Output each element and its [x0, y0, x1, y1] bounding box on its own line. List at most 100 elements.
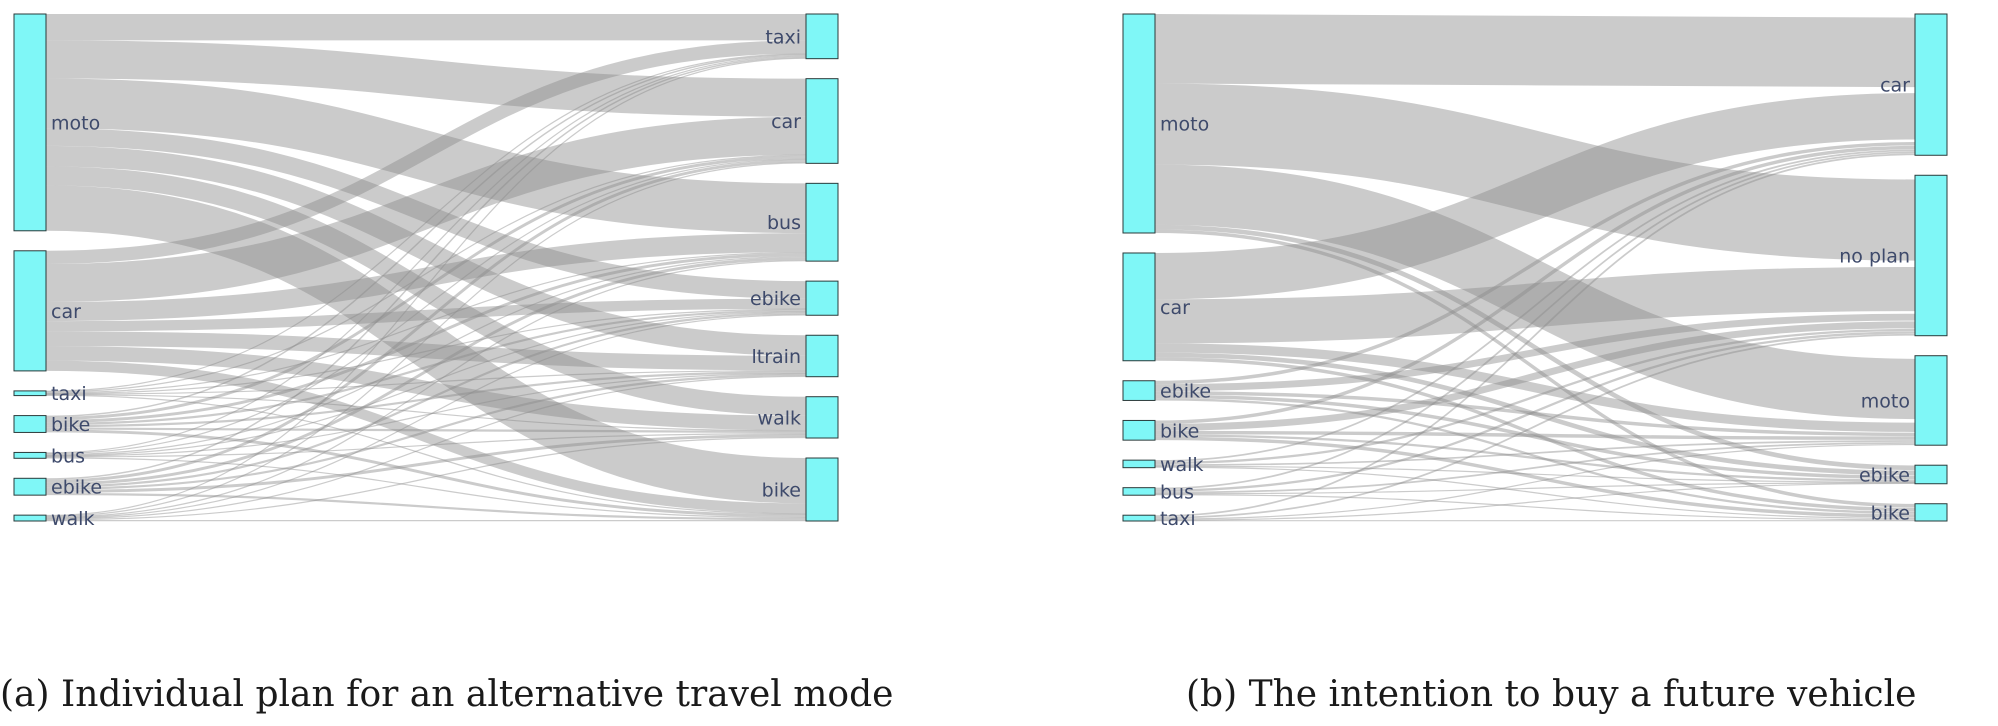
link-a-ebike-to-taxi [45, 56, 807, 480]
label-a-target-bike: bike [762, 480, 801, 502]
label-b-target-bike: bike [1871, 502, 1910, 524]
link-b-taxi-to-no-plan [1154, 333, 1916, 519]
link-b-moto-to-ebike [1154, 224, 1916, 471]
label-a-source-bike: bike [51, 414, 90, 436]
link-a-ebike-to-walk [45, 434, 807, 493]
link-a-car-to-bus [45, 233, 807, 322]
node-a-source-bus [13, 451, 47, 459]
link-a-bus-to-ltrain [45, 372, 807, 457]
link-b-moto-to-moto [1154, 164, 1916, 420]
link-a-car-to-car [45, 116, 807, 303]
link-b-bus-to-no-plan [1154, 331, 1916, 492]
link-a-bus-to-ebike [45, 311, 807, 457]
link-a-taxi-to-ebike [45, 308, 807, 395]
node-b-source-moto [1122, 13, 1156, 234]
link-b-moto-to-bike [1154, 229, 1916, 508]
link-a-walk-to-bus [45, 260, 807, 518]
link-b-walk-to-no-plan [1154, 328, 1916, 465]
link-a-bus-to-bus [45, 255, 807, 456]
link-b-ebike-to-ebike [1154, 394, 1916, 480]
node-b-target-moto [1914, 355, 1948, 446]
label-b-source-ebike: ebike [1160, 381, 1211, 403]
node-a-target-walk [805, 396, 839, 439]
link-b-car-to-moto [1154, 343, 1916, 432]
label-b-target-car: car [1880, 75, 1910, 97]
labels-a: motocartaxibikebusebikewalktaxicarbusebi… [51, 26, 801, 530]
label-b-source-car: car [1160, 297, 1190, 319]
link-a-bike-to-taxi [45, 54, 807, 418]
node-b-source-ebike [1122, 380, 1156, 401]
nodes-b [1122, 13, 1948, 522]
label-a-source-ebike: ebike [51, 477, 102, 499]
link-a-bus-to-taxi [45, 55, 807, 454]
node-a-target-bus [805, 182, 839, 262]
link-a-bus-to-bike [45, 457, 807, 519]
link-a-ebike-to-bus [45, 257, 807, 486]
label-b-source-bike: bike [1160, 420, 1199, 442]
link-b-taxi-to-ebike [1154, 482, 1916, 521]
link-a-car-to-ebike [45, 298, 807, 332]
link-a-taxi-to-bus [45, 252, 807, 394]
link-b-moto-to-no-plan [1154, 83, 1916, 261]
node-a-target-ltrain [805, 334, 839, 378]
node-b-target-bike [1914, 503, 1948, 522]
label-b-target-no-plan: no plan [1839, 245, 1910, 267]
node-b-target-no-plan [1914, 174, 1948, 337]
link-a-moto-to-bike [45, 185, 807, 504]
label-a-source-walk: walk [51, 508, 94, 530]
link-a-bus-to-walk [45, 433, 807, 458]
link-a-taxi-to-car [45, 154, 807, 393]
label-b-source-walk: walk [1160, 454, 1203, 476]
link-a-ebike-to-ltrain [45, 373, 807, 491]
link-b-car-to-no-plan [1154, 267, 1916, 344]
link-a-taxi-to-ltrain [45, 370, 807, 395]
node-a-target-bike [805, 457, 839, 522]
link-a-bus-to-car [45, 158, 807, 455]
link-a-car-to-taxi [45, 40, 807, 264]
link-b-bus-to-car [1154, 151, 1916, 490]
link-b-ebike-to-no-plan [1154, 313, 1916, 392]
link-a-car-to-walk [45, 346, 807, 431]
link-a-moto-to-ebike [45, 128, 807, 299]
label-a-source-taxi: taxi [51, 383, 87, 405]
label-a-target-car: car [771, 111, 801, 133]
link-a-car-to-ltrain [45, 331, 807, 371]
node-a-source-moto [13, 13, 47, 232]
link-a-ebike-to-bike [45, 492, 807, 521]
label-b-source-moto: moto [1160, 113, 1209, 135]
link-b-walk-to-bike [1154, 466, 1916, 520]
label-a-source-car: car [51, 301, 81, 323]
caption-b: (b) The intention to buy a future vehicl… [1186, 674, 1916, 715]
link-b-bike-to-ebike [1154, 434, 1916, 482]
link-b-walk-to-moto [1154, 440, 1916, 466]
label-a-target-walk: walk [758, 407, 801, 429]
node-a-source-ebike [13, 477, 47, 496]
nodes-a [13, 13, 839, 522]
node-b-source-car [1122, 252, 1156, 362]
link-a-car-to-bike [45, 360, 807, 514]
link-b-moto-to-car [1154, 14, 1916, 88]
node-a-target-ebike [805, 280, 839, 316]
link-b-car-to-car [1154, 93, 1916, 300]
link-b-ebike-to-bike [1154, 398, 1916, 514]
link-b-bike-to-no-plan [1154, 321, 1916, 431]
node-a-target-taxi [805, 13, 839, 60]
links-a [45, 13, 807, 522]
label-b-source-bus: bus [1160, 481, 1194, 503]
link-a-walk-to-ebike [45, 314, 807, 519]
link-b-car-to-ebike [1154, 352, 1916, 476]
link-a-ebike-to-car [45, 159, 807, 483]
link-b-ebike-to-moto [1154, 391, 1916, 437]
link-a-bike-to-walk [45, 427, 807, 434]
node-b-target-car [1914, 13, 1948, 156]
label-a-target-ebike: ebike [750, 288, 801, 310]
link-a-moto-to-bus [45, 78, 807, 234]
link-b-bike-to-moto [1154, 430, 1916, 440]
link-a-bike-to-bus [45, 253, 807, 423]
link-a-bike-to-ltrain [45, 370, 807, 428]
link-b-bus-to-ebike [1154, 482, 1916, 495]
link-a-walk-to-car [45, 162, 807, 517]
